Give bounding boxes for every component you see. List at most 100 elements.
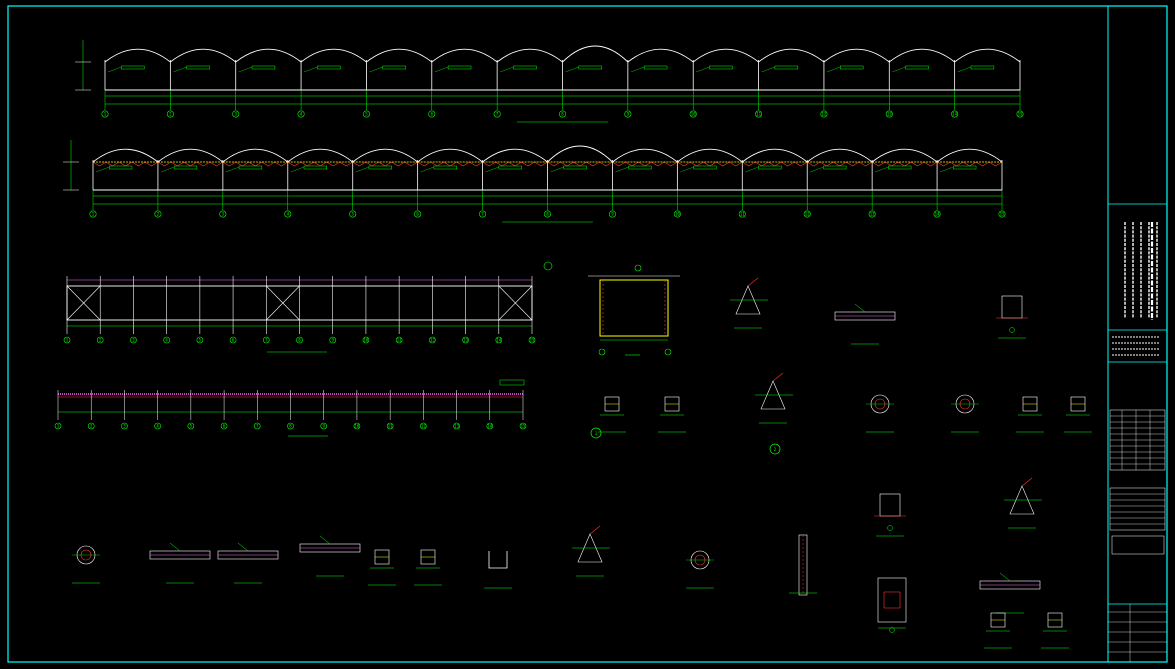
channel-section <box>488 551 508 569</box>
grid-bubble <box>820 110 828 118</box>
drawing-frame <box>7 5 1168 663</box>
grid-axis-label: 7 <box>256 424 259 429</box>
section-marker <box>543 261 553 271</box>
leader-line <box>160 166 175 173</box>
grid-axis-label: 3 <box>222 212 225 217</box>
member-tag <box>368 165 392 170</box>
grid-bubble <box>353 422 361 430</box>
detail-sketch <box>598 396 626 433</box>
member-tag <box>888 165 912 170</box>
grid-bubble <box>63 336 71 344</box>
grid-bubble <box>54 422 62 430</box>
cross-brace <box>498 285 533 321</box>
arch-rafter <box>742 148 808 163</box>
member-tag <box>563 165 587 170</box>
grid-axis-label: 11 <box>388 424 393 429</box>
grid-axis-label: 5 <box>352 212 355 217</box>
member-tag <box>108 165 133 170</box>
weld-leader <box>1021 477 1033 487</box>
leader-line <box>500 66 514 73</box>
grid-axis-label: 13 <box>463 338 468 343</box>
truss-web <box>287 161 353 167</box>
grid-bubble <box>624 110 632 118</box>
detail-clusters <box>72 277 1092 649</box>
grid-bubble <box>933 210 941 218</box>
grid-axis-label: 9 <box>332 338 335 343</box>
grid-axis-label: 6 <box>431 112 434 117</box>
grid-axis-label: 15 <box>1000 212 1005 217</box>
detail-sketch <box>984 612 1012 649</box>
grid-bubble <box>486 422 494 430</box>
grid-axis-label: 7 <box>481 212 484 217</box>
detail-sketch <box>368 549 396 586</box>
grid-axis-label: 10 <box>355 424 360 429</box>
grid-bubble <box>154 210 162 218</box>
arch-rafter <box>871 148 938 163</box>
grid-axis-label: 11 <box>740 212 745 217</box>
grid-bubble <box>154 422 161 430</box>
member-tag <box>513 65 537 70</box>
grid-bubble <box>329 336 337 344</box>
leader-line <box>95 166 110 173</box>
leader-line <box>169 542 181 552</box>
leader-line <box>696 66 710 73</box>
grid-bubble <box>885 110 893 118</box>
member-tag <box>840 65 864 70</box>
grid-bubble <box>519 422 527 430</box>
arch-rafter <box>562 45 629 63</box>
grid-axis-label: 6 <box>416 212 419 217</box>
truss-web <box>871 161 938 167</box>
grid-bubble <box>386 422 394 430</box>
grid-bubble <box>951 110 959 118</box>
grid-bubble <box>89 210 97 218</box>
base-plate <box>879 493 901 517</box>
member-tag <box>498 165 522 170</box>
grid-bubble <box>738 210 746 218</box>
grid-axis-label: 5 <box>199 338 202 343</box>
truss-web <box>612 161 678 167</box>
grid-axis-label: 5 <box>190 424 193 429</box>
grid-axis-label: 1 <box>66 338 69 343</box>
grid-axis-label: 10 <box>675 212 680 217</box>
grid-axis-label: 11 <box>397 338 402 343</box>
arch-rafter <box>627 48 694 63</box>
member-tag <box>433 165 457 170</box>
grid-axis-label: 7 <box>265 338 268 343</box>
title-block <box>1108 203 1167 662</box>
weld-leader <box>772 372 784 382</box>
grid-axis-label: 9 <box>323 424 326 429</box>
arch-rafter <box>352 148 418 163</box>
member-tag <box>382 65 406 70</box>
grid-bubble <box>558 110 566 118</box>
detail-sketch <box>755 372 793 424</box>
grid-axis-label: 14 <box>487 424 492 429</box>
grid-axis-label: 3 <box>235 112 238 117</box>
detail-sketch <box>1041 612 1069 649</box>
grid-bubble <box>528 336 536 344</box>
grid-bubble <box>296 336 303 344</box>
detail-sketch <box>72 545 100 584</box>
grid-axis-label: 6 <box>223 424 226 429</box>
leader-line <box>810 166 824 173</box>
member-tag <box>578 65 602 70</box>
arch-rafter <box>936 148 1003 163</box>
member-tag <box>173 165 198 170</box>
detail-sketch <box>658 396 686 433</box>
detail-sketch <box>979 572 1041 614</box>
leader-line <box>892 66 906 73</box>
grid-axis-label: 1 <box>104 112 107 117</box>
member-tag <box>758 165 782 170</box>
leader-line <box>225 166 240 173</box>
detail-sketch <box>149 542 211 584</box>
member-tag <box>970 65 995 70</box>
arch-rafter <box>235 48 302 63</box>
grid-bubble <box>428 110 436 118</box>
member-tag <box>303 165 327 170</box>
leader-line <box>630 66 645 73</box>
grid-bubble <box>284 210 292 218</box>
grid-bubble <box>349 210 357 218</box>
truss-web <box>352 161 418 167</box>
grid-axis-label: 11 <box>756 112 761 117</box>
